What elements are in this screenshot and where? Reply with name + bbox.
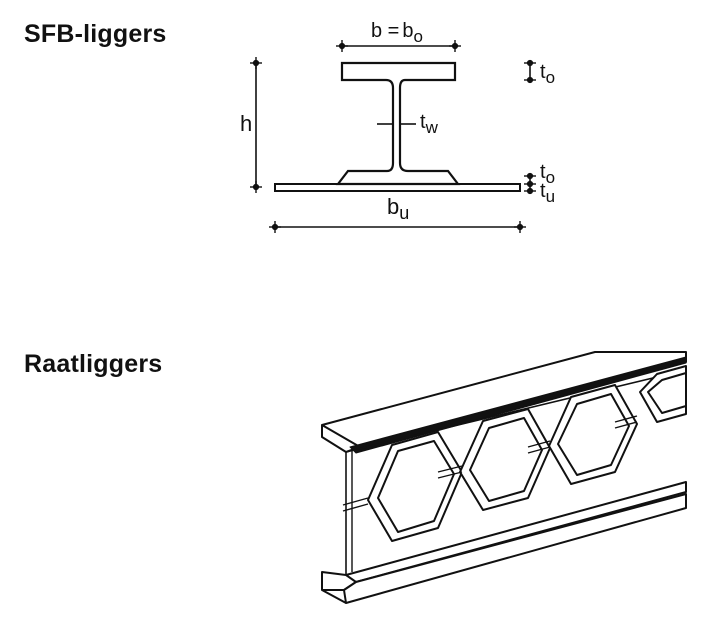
label-to-bottom: to (540, 161, 555, 187)
heading-sfb-liggers: SFB-liggers (24, 20, 167, 48)
label-bu: bu (387, 194, 409, 223)
castellated-beam-drawing (321, 351, 687, 604)
top-flange-shadow (349, 356, 687, 454)
tick-h-top (250, 57, 262, 69)
label-tw: tw (420, 111, 439, 137)
tick-tu-bot (524, 187, 536, 195)
label-b-top: b =bo (371, 20, 423, 46)
tick-to-top-1 (524, 59, 536, 67)
tick-bu-left (269, 221, 281, 233)
label-to-top: to (540, 61, 555, 87)
tick-to-bot-2 (524, 180, 536, 188)
weld-seams (342, 415, 638, 512)
tick-h-bottom (250, 181, 262, 193)
tick-bu-right (514, 221, 526, 233)
bottom-plate (274, 183, 521, 192)
label-h: h (240, 111, 252, 136)
i-section-outline (335, 61, 461, 186)
tick-b-left (336, 40, 348, 52)
hexagon-openings (367, 365, 687, 542)
bottom-flange-side (343, 493, 687, 604)
label-tu: tu (540, 180, 555, 206)
tick-to-bot-1 (524, 172, 536, 180)
tick-to-top-2 (524, 76, 536, 84)
dimension-ticks (250, 40, 536, 233)
tick-b-right (449, 40, 461, 52)
heading-raatliggers: Raatliggers (24, 350, 163, 378)
